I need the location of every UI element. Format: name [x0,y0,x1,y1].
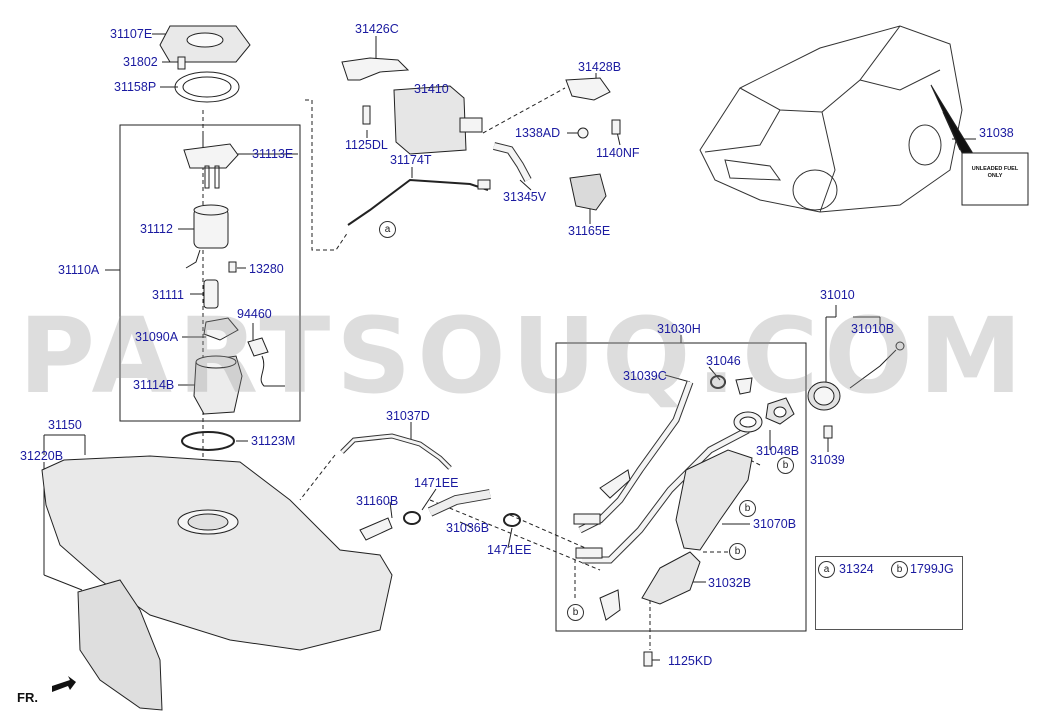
part-1125KD[interactable]: 1125KD [668,654,713,668]
part-31150[interactable]: 31150 [48,418,82,432]
part-1471EE-lower[interactable]: 1471EE [487,543,532,557]
ref-mark-a: a [379,221,396,238]
part-31046[interactable]: 31046 [706,354,741,368]
part-31165E[interactable]: 31165E [568,224,611,238]
part-31010B[interactable]: 31010B [851,322,895,336]
part-31030H[interactable]: 31030H [657,322,701,336]
part-31426C[interactable]: 31426C [355,22,399,36]
part-31032B[interactable]: 31032B [708,576,752,590]
part-31410[interactable]: 31410 [414,82,449,96]
part-31160B[interactable]: 31160B [356,494,399,508]
part-31345V[interactable]: 31345V [503,190,547,204]
part-31802[interactable]: 31802 [123,55,158,69]
part-1140NF[interactable]: 1140NF [596,146,640,160]
part-31038[interactable]: 31038 [979,126,1014,140]
part-31107E[interactable]: 31107E [110,27,153,41]
part-31090A[interactable]: 31090A [135,330,179,344]
part-31036B[interactable]: 31036B [446,521,490,535]
part-31220B[interactable]: 31220B [20,449,64,463]
ref-mark-b: b [777,457,794,474]
legend-mark-a: a [818,561,835,578]
part-31039C[interactable]: 31039C [623,369,667,383]
fuel-pump-group-box [119,124,301,422]
part-31123M[interactable]: 31123M [251,434,296,448]
part-31010[interactable]: 31010 [820,288,855,302]
part-1125DL[interactable]: 1125DL [345,138,388,152]
ref-mark-b: b [729,543,746,560]
part-31048B[interactable]: 31048B [756,444,800,458]
part-31039[interactable]: 31039 [810,453,845,467]
part-94460[interactable]: 94460 [237,307,272,321]
part-31158P[interactable]: 31158P [114,80,157,94]
part-1471EE-upper[interactable]: 1471EE [414,476,459,490]
part-31037D[interactable]: 31037D [386,409,430,423]
part-31112[interactable]: 31112 [140,222,173,236]
part-31324[interactable]: 31324 [839,562,874,576]
ref-mark-b: b [567,604,584,621]
part-1799JG[interactable]: 1799JG [910,562,954,576]
part-31111[interactable]: 31111 [152,288,184,302]
unleaded-fuel-label-text: UNLEADED FUEL ONLY [971,166,1019,179]
part-31114B[interactable]: 31114B [133,378,175,392]
part-31113E[interactable]: 31113E [252,147,294,161]
part-31110A[interactable]: 31110A [58,263,100,277]
part-31428B[interactable]: 31428B [578,60,622,74]
part-13280[interactable]: 13280 [249,262,284,276]
part-1338AD[interactable]: 1338AD [515,126,561,140]
ref-mark-b: b [739,500,756,517]
part-31174T[interactable]: 31174T [390,153,432,167]
legend-mark-b: b [891,561,908,578]
part-31070B[interactable]: 31070B [753,517,797,531]
front-direction-label: FR. [17,690,38,705]
legend-box [815,556,963,630]
